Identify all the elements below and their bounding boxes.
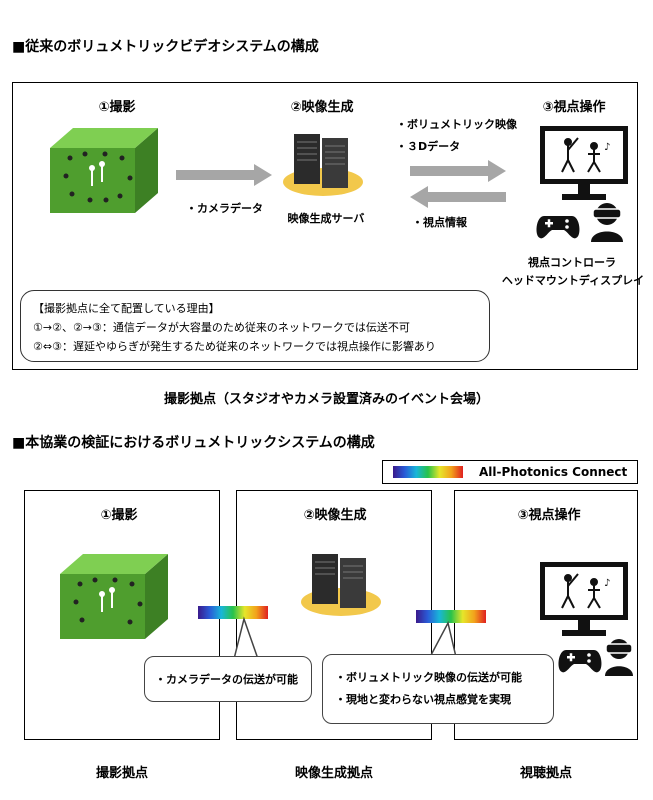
device-label-hmd: ヘッドマウントディスプレイ [501, 274, 645, 287]
apc-link-generate-view [416, 610, 486, 623]
device-label-controller: 視点コントローラ [528, 256, 616, 269]
bubble-camera-transfer: ・カメラデータの伝送が可能 [144, 656, 312, 702]
bubble2-tail [428, 620, 457, 658]
bubble1-tail [233, 616, 260, 660]
s1-step-view: ③視点操作 [542, 100, 606, 115]
section2-title: ■本協業の検証におけるボリュメトリックシステムの構成 [12, 435, 375, 451]
out-item-3d: ・３Dデータ [396, 140, 461, 153]
s1-arrow-right-camera [176, 164, 272, 186]
hmd-user-icon [591, 203, 623, 242]
controller-icon-2 [558, 650, 602, 673]
s1-step-generate: ②映像生成 [290, 100, 354, 115]
viewpoint-info-label: ・視点情報 [412, 216, 467, 229]
caption-capture-site: 撮影拠点 [95, 766, 148, 781]
studio-icon-2 [60, 554, 168, 639]
apc-legend-swatch [393, 466, 463, 478]
server-label: 映像生成サーバ [287, 212, 365, 225]
monitor-icon: ♪ [540, 126, 628, 200]
monitor-icon-2: ♪ [540, 562, 628, 636]
caption-generate-site: 映像生成拠点 [294, 766, 373, 781]
caption-view-site: 視聴拠点 [519, 766, 572, 781]
bubble2-line-1: ・ボリュメトリック映像の伝送が可能 [335, 671, 522, 684]
reason-line-1: ①→②、②→③：通信データが大容量のため従来のネットワークでは伝送不可 [33, 321, 410, 334]
reason-line-2: ②⇔③：遅延やゆらぎが発生するため従来のネットワークでは視点操作に影響あり [33, 340, 436, 353]
studio-icon [50, 128, 158, 213]
bubble-camera-text: ・カメラデータの伝送が可能 [155, 673, 298, 686]
svg-text:♪: ♪ [604, 142, 610, 153]
bubble-volumetric-transfer: ・ボリュメトリック映像の伝送が可能 ・現地と変わらない視点感覚を実現 [322, 654, 554, 724]
apc-legend: All-Photonics Connect [382, 460, 638, 484]
s1-arrow-left-viewpoint [410, 186, 506, 208]
s2-step-capture: ①撮影 [100, 508, 138, 523]
server-icon [283, 134, 363, 196]
apc-legend-label: All-Photonics Connect [479, 465, 628, 479]
hmd-user-icon-2 [605, 639, 633, 676]
server-icon-2 [301, 554, 381, 616]
apc-link-capture-generate [198, 606, 268, 619]
s2-step-view: ③視点操作 [517, 508, 581, 523]
section1-caption: 撮影拠点（スタジオやカメラ設置済みのイベント会場） [163, 392, 489, 407]
bubble2-line-2: ・現地と変わらない視点感覚を実現 [335, 693, 511, 706]
reason-box: 【撮影拠点に全て配置している理由】 ①→②、②→③：通信データが大容量のため従来… [20, 290, 490, 362]
out-item-volumetric: ・ボリュメトリック映像 [396, 118, 517, 131]
svg-text:♪: ♪ [604, 578, 610, 589]
camera-data-label: ・カメラデータ [186, 202, 263, 215]
controller-icon [536, 216, 580, 239]
s1-arrow-right-out [410, 160, 506, 182]
section1-title: ■従来のボリュメトリックビデオシステムの構成 [12, 39, 319, 55]
reason-title: 【撮影拠点に全て配置している理由】 [33, 302, 220, 315]
s1-step-capture: ①撮影 [98, 100, 136, 115]
s2-step-generate: ②映像生成 [303, 508, 367, 523]
